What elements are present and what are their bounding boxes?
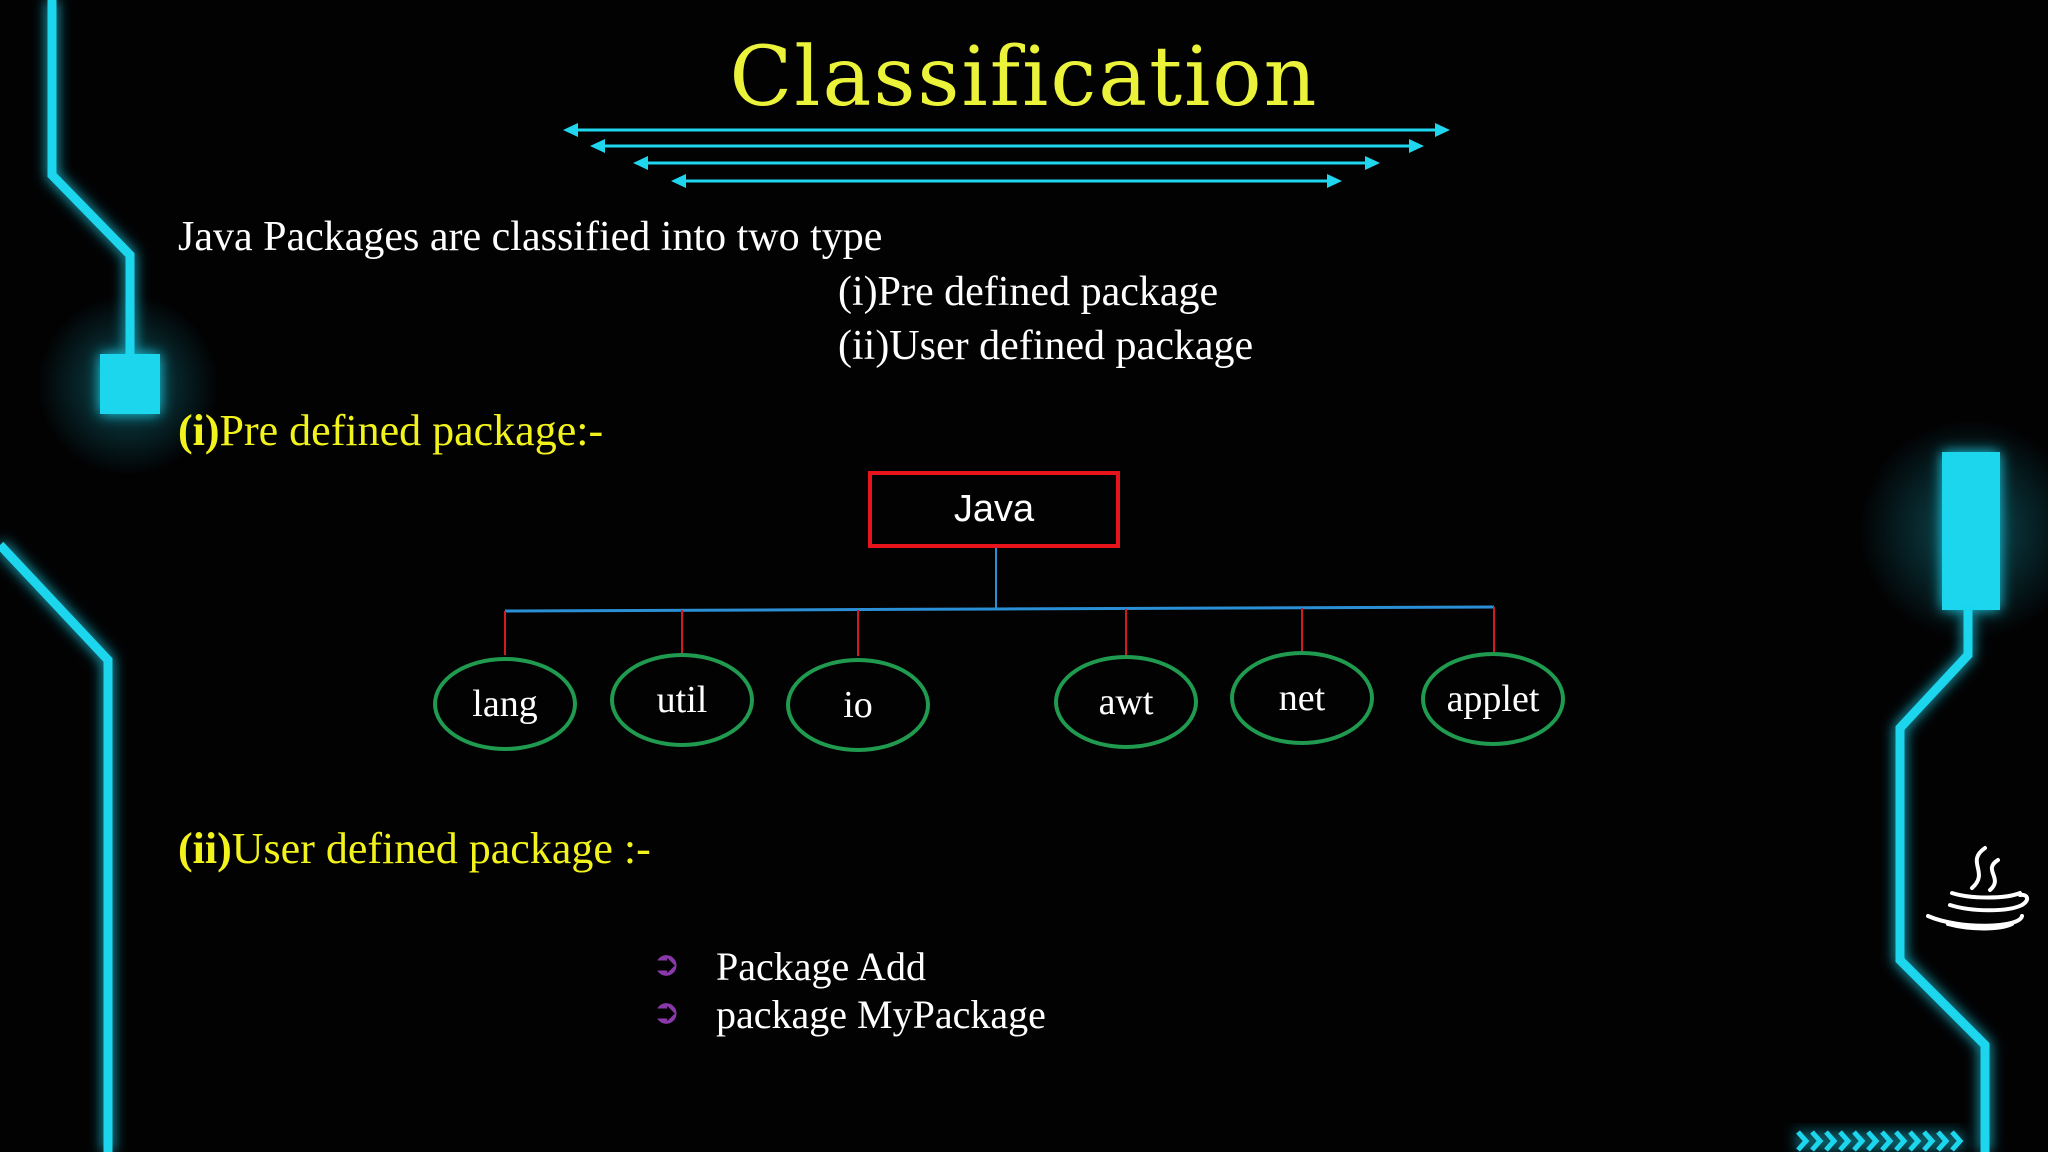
section-marker: (ii) <box>178 824 232 873</box>
section-text: Pre defined package:- <box>219 406 604 455</box>
section-text: User defined package :- <box>231 824 651 873</box>
type-item-userdefined: (ii)User defined package <box>838 323 1254 369</box>
tree-node-awt: awt <box>1054 655 1198 749</box>
section-marker: (i) <box>178 406 220 455</box>
tree-root-java: Java <box>868 471 1120 548</box>
tree-node-lang: lang <box>433 657 577 751</box>
section-heading-predefined: (i)Pre defined package:- <box>178 405 603 456</box>
type-item-predefined: (i)Pre defined package <box>838 269 1219 315</box>
slide-title: Classification <box>729 30 1319 125</box>
example-item-package-add: Package Add <box>716 944 926 989</box>
tree-node-util: util <box>610 653 754 747</box>
example-item-package-mypackage: package MyPackage <box>716 992 1046 1037</box>
intro-text: Java Packages are classified into two ty… <box>178 214 883 260</box>
tree-node-io: io <box>786 658 930 752</box>
bullet-arrow-icon: ➲ <box>652 992 681 1032</box>
bullet-arrow-icon: ➲ <box>652 944 681 984</box>
tree-node-net: net <box>1230 651 1374 745</box>
section-heading-userdefined: (ii)User defined package :- <box>178 823 651 874</box>
tree-node-applet: applet <box>1421 652 1565 746</box>
